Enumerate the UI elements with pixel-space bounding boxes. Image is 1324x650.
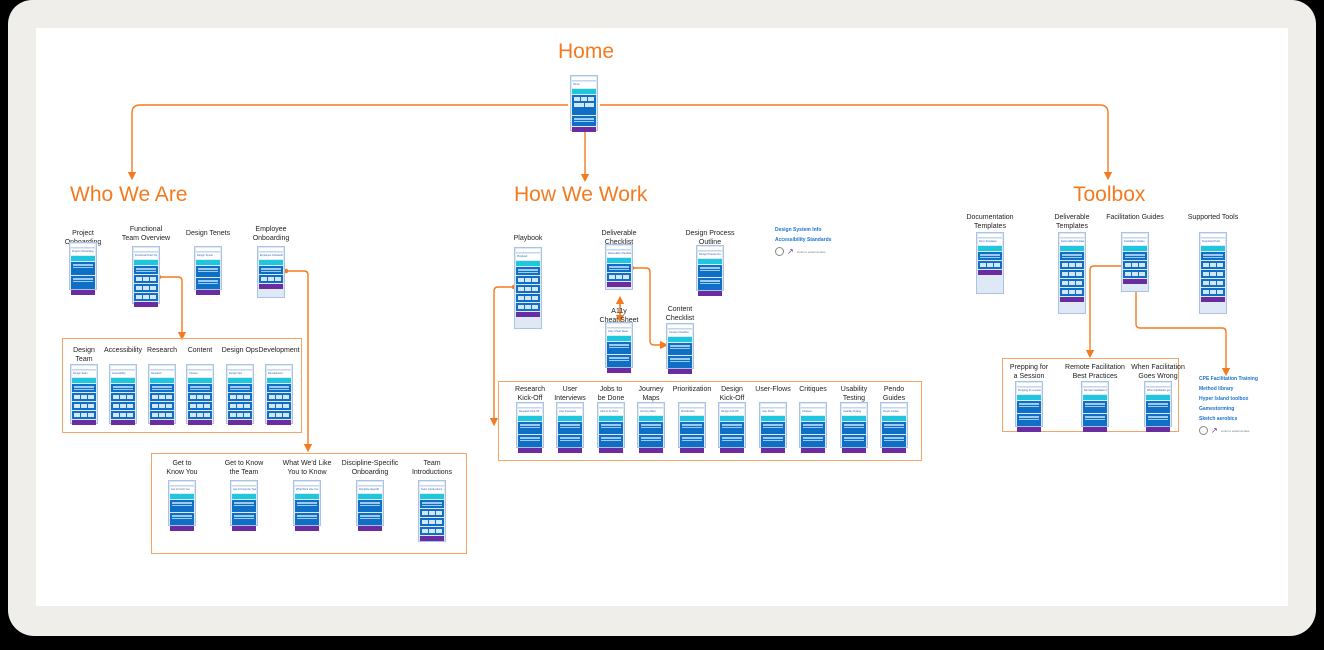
onboard-3-card[interactable]: Discipline-Specific <box>356 480 384 531</box>
play-3-card[interactable]: Journey Maps <box>637 402 665 453</box>
hww-page-0-card[interactable]: Playbook <box>514 247 542 329</box>
link-hyper-island-toolbox[interactable]: Hyper Island toolbox <box>1199 396 1249 402</box>
wwa-page-1-card[interactable]: Functional Team Ov... <box>132 246 160 307</box>
play-0-card[interactable]: Research Kick-Off <box>516 402 544 453</box>
play-8-label: Usability Testing <box>840 386 868 402</box>
team-3-card[interactable]: Content <box>186 364 214 425</box>
play-9-card[interactable]: Pendo Guides <box>880 402 908 453</box>
facil-1-card[interactable]: Remote Facilitation be... <box>1081 381 1109 432</box>
play-5-card[interactable]: Design Kick-Off <box>718 402 746 453</box>
hww-page-2-card[interactable]: Design Process Ou... <box>696 245 724 296</box>
team-2-card[interactable]: Research <box>148 364 176 425</box>
hww-page-1-card[interactable]: Deliverable Checklist <box>605 244 633 290</box>
tb-page-1-label: Deliverable Templates <box>1054 214 1090 230</box>
hww-page-2-label: Design Process Outline <box>685 230 735 246</box>
play-2-label: Jobs to be Done <box>597 386 625 402</box>
onboard-1-card[interactable]: Get to Know the Team <box>230 480 258 531</box>
external-links-legend: ↗ Links to external sites <box>775 247 826 256</box>
team-3-label: Content <box>187 347 213 354</box>
tb-page-1-card[interactable]: Deliverable Templates <box>1058 232 1086 314</box>
tb-page-0-card[interactable]: Docs Templates <box>976 232 1004 294</box>
wwa-page-3-card[interactable]: Employee Onboarding <box>257 246 285 298</box>
play-9-label: Pendo Guides <box>882 386 906 402</box>
globe-icon <box>775 247 784 256</box>
play-8-card[interactable]: Usability Testing <box>840 402 868 453</box>
playbook-group <box>498 381 922 461</box>
wwa-page-2-card[interactable]: Design Tenets <box>194 246 222 295</box>
home-page-card[interactable]: Home <box>570 75 598 132</box>
play-6-card[interactable]: User Flows <box>759 402 787 453</box>
globe-icon <box>1199 426 1208 435</box>
onboard-4-card[interactable]: Team Introductions <box>418 480 446 542</box>
tb-page-2-label: Facilitation Guides <box>1106 214 1164 221</box>
external-arrow-icon: ↗ <box>787 246 794 256</box>
onboard-0-label: Get to Know You <box>166 460 198 476</box>
toolbox-external-legend: ↗ Links to external sites <box>1199 426 1250 435</box>
hww-page-1-label: Deliverable Checklist <box>601 230 637 246</box>
hww-page-4-label: Content Checklist <box>665 306 695 322</box>
employee-onboarding-group <box>151 453 467 554</box>
play-3-label: Journey Maps <box>638 386 664 402</box>
play-4-card[interactable]: Prioritization <box>678 402 706 453</box>
hww-page-0-label: Playbook <box>513 235 543 242</box>
tb-page-0-label: Documentation Templates <box>966 214 1014 230</box>
team-1-card[interactable]: Accessibility <box>109 364 137 425</box>
hww-page-4-card[interactable]: Content Checklist <box>666 323 694 374</box>
play-7-card[interactable]: Critiques <box>799 402 827 453</box>
onboard-4-label: Team Introductions <box>411 460 453 476</box>
team-4-label: Design Ops <box>221 347 259 354</box>
onboard-0-card[interactable]: Get to Know You <box>168 480 196 531</box>
team-2-label: Research <box>147 347 177 354</box>
facil-2-card[interactable]: When Facilitation goes <box>1144 381 1172 432</box>
team-1-label: Accessibility <box>103 347 143 354</box>
team-5-label: Development <box>258 347 300 354</box>
link-design-system-info[interactable]: Design System Info <box>775 227 822 233</box>
onboard-3-label: Discipline-Specific Onboarding <box>341 460 399 476</box>
tb-page-3-card[interactable]: Supported Tools <box>1199 232 1227 314</box>
team-0-label: Design Team <box>73 347 95 363</box>
play-1-label: User Interviews <box>554 386 586 402</box>
onboard-1-label: Get to Know the Team <box>224 460 264 476</box>
wwa-page-3-label: Employee Onboarding <box>252 226 290 242</box>
toolbox-title: Toolbox <box>1073 183 1146 206</box>
link-method-library[interactable]: Method library <box>1199 386 1234 392</box>
facil-0-label: Prepping for a Session <box>1009 364 1049 380</box>
play-4-label: Prioritization <box>672 386 712 393</box>
play-0-label: Research Kick-Off <box>515 386 545 402</box>
hww-page-3-card[interactable]: A11y Cheat Sheet <box>605 322 633 373</box>
onboard-2-card[interactable]: What We'd Like You to Know <box>293 480 321 531</box>
team-4-card[interactable]: Design Ops <box>226 364 254 425</box>
how-we-work-title: How We Work <box>514 183 648 206</box>
facil-1-label: Remote Facilitation Best Practices <box>1065 364 1125 380</box>
home-title: Home <box>558 40 615 63</box>
team-overview-group <box>62 338 302 433</box>
tb-page-3-label: Supported Tools <box>1187 214 1239 221</box>
link-sketch-aerobics[interactable]: Sketch aerobics <box>1199 416 1238 422</box>
external-arrow-icon: ↗ <box>1211 425 1218 435</box>
play-6-label: User-Flows <box>755 386 791 393</box>
play-7-label: Critiques <box>799 386 827 393</box>
facil-2-label: When Facilitation Goes Wrong <box>1131 364 1185 380</box>
play-2-card[interactable]: Jobs to be Done <box>597 402 625 453</box>
tb-page-2-card[interactable]: Facilitation Guides <box>1121 232 1149 292</box>
wwa-page-2-label: Design Tenets <box>185 230 231 237</box>
wwa-page-0-card[interactable]: Project Onboarding <box>69 242 97 295</box>
link-cpe-facilitation-training[interactable]: CPE Facilitation Training <box>1199 376 1258 382</box>
facil-0-card[interactable]: Prepping for a session <box>1015 381 1043 432</box>
play-1-card[interactable]: User Interviews <box>556 402 584 453</box>
hww-page-3-label: A11y Cheat Sheet <box>599 308 639 324</box>
link-accessibility-standards[interactable]: Accessibility Standards <box>775 237 832 243</box>
wwa-page-1-label: Functional Team Overview <box>121 226 171 242</box>
team-5-card[interactable]: Development <box>265 364 293 425</box>
play-5-label: Design Kick-Off <box>719 386 745 402</box>
who-we-are-title: Who We Are <box>70 183 188 206</box>
team-0-card[interactable]: Design Team <box>70 364 98 425</box>
link-gamestorming[interactable]: Gamestorming <box>1199 406 1235 412</box>
onboard-2-label: What We'd Like You to Know <box>282 460 332 476</box>
